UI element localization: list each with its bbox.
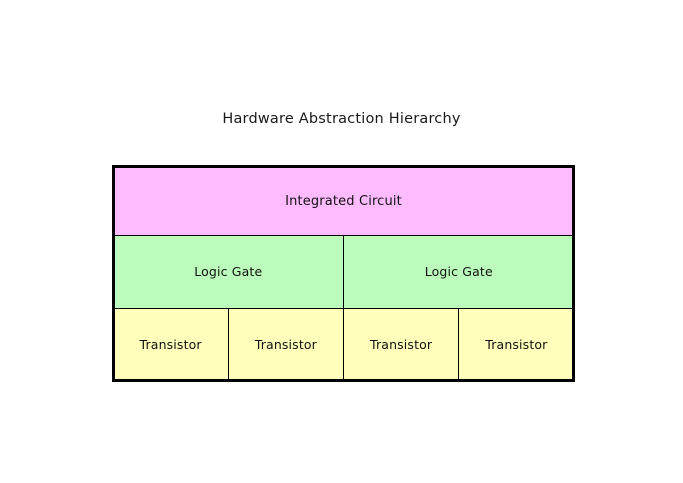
block-transistor-2[interactable]: Transistor xyxy=(227,308,345,382)
block-label: Logic Gate xyxy=(194,264,263,280)
tier-transistor: Transistor Transistor Transistor Transis… xyxy=(112,308,575,382)
block-transistor-4[interactable]: Transistor xyxy=(458,308,575,382)
block-logic-gate-2[interactable]: Logic Gate xyxy=(342,235,575,310)
tier-logic-gate: Logic Gate Logic Gate xyxy=(112,235,575,310)
block-logic-gate-1[interactable]: Logic Gate xyxy=(112,235,345,310)
block-transistor-3[interactable]: Transistor xyxy=(342,308,460,382)
page-title: Hardware Abstraction Hierarchy xyxy=(222,111,461,127)
hierarchy-diagram: Integrated Circuit Logic Gate Logic Gate… xyxy=(112,165,575,382)
block-integrated-circuit[interactable]: Integrated Circuit xyxy=(112,165,575,237)
block-label: Transistor xyxy=(254,336,317,352)
block-label: Integrated Circuit xyxy=(285,193,402,209)
block-label: Transistor xyxy=(370,336,433,352)
tier-integrated-circuit: Integrated Circuit xyxy=(112,165,575,237)
block-transistor-1[interactable]: Transistor xyxy=(112,308,229,382)
block-label: Transistor xyxy=(139,336,202,352)
block-label: Transistor xyxy=(485,336,548,352)
block-label: Logic Gate xyxy=(424,264,493,280)
